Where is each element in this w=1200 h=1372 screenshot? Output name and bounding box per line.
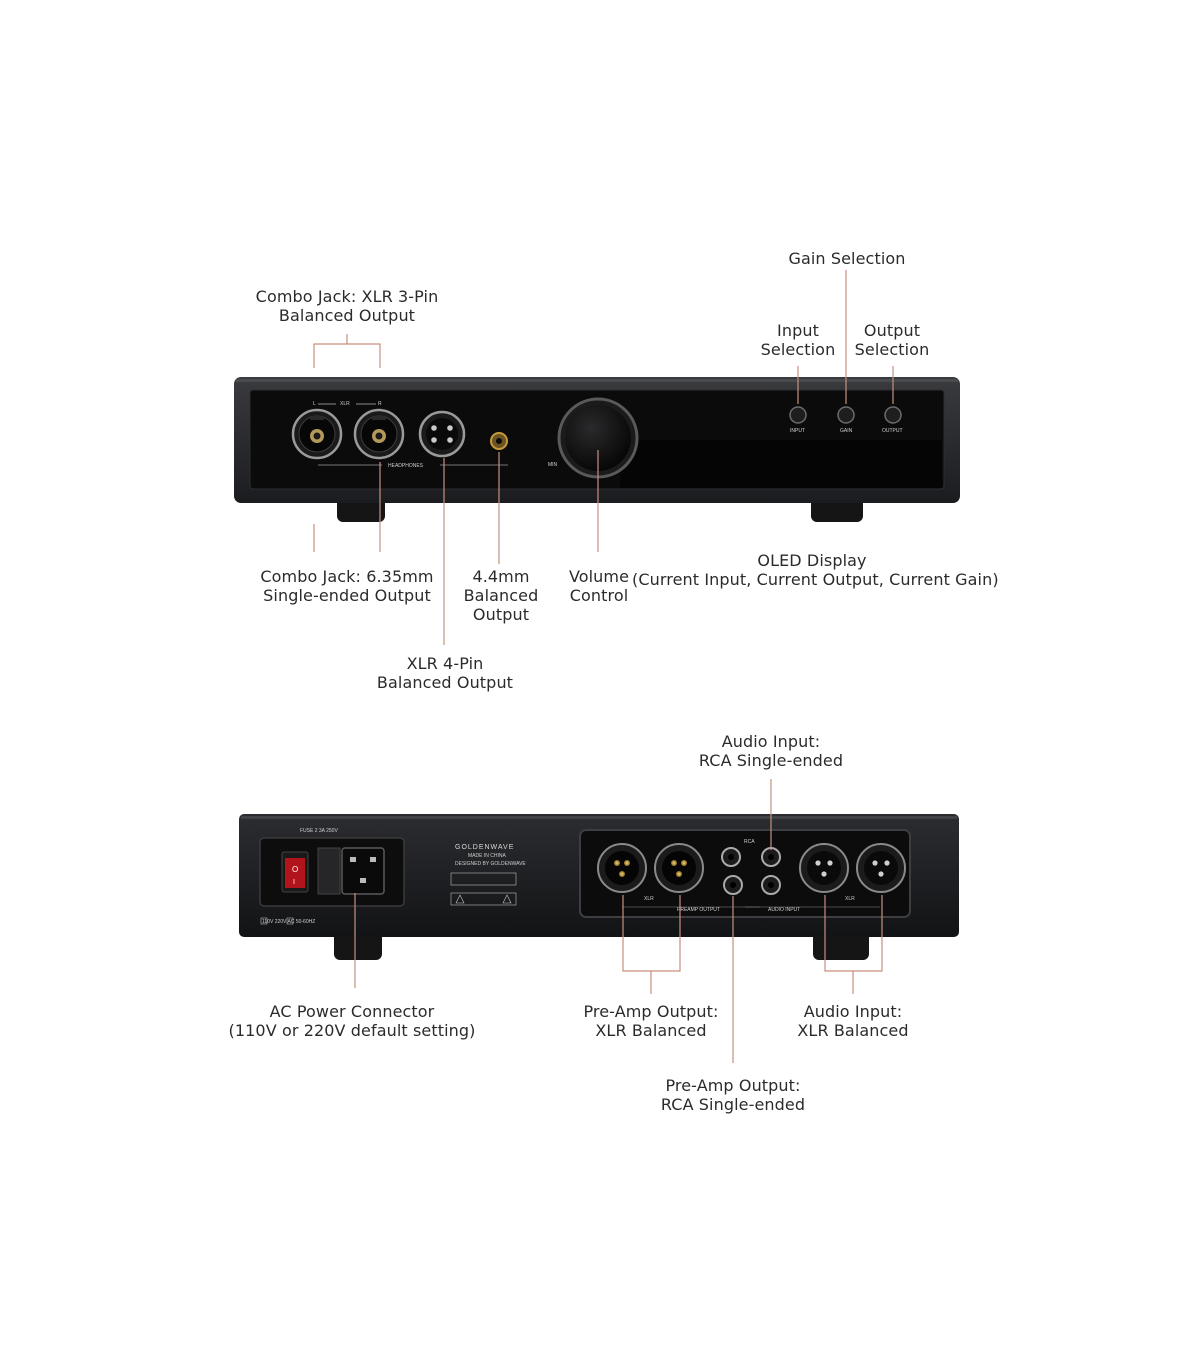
callout-gain-line1: Gain Selection [788,249,906,268]
combo-jack-right[interactable] [353,408,405,460]
rca-input-l[interactable] [761,875,781,895]
callout-volume: Volume Control [549,567,649,605]
rca-output-l[interactable] [723,875,743,895]
rear-foot-right [813,930,869,960]
callout-pre-rca: Pre-Amp Output: RCA Single-ended [633,1076,833,1114]
callout-gain: Gain Selection [747,249,947,268]
svg-text:O: O [292,865,298,874]
combo-jack-left[interactable] [291,408,343,460]
volume-knob[interactable] [557,397,639,479]
spec-label-box [450,872,517,886]
gain-button-label: GAIN [840,428,853,434]
input-xlr-r[interactable] [799,843,849,893]
front-foot-right [811,498,863,522]
callout-in-xlr-line1: Audio Input: [803,1002,903,1021]
ac-power-connector[interactable] [341,847,385,895]
callout-output: Output Selection [832,321,952,359]
callout-xlr4: XLR 4-Pin Balanced Output [345,654,545,692]
output-button[interactable] [884,406,902,424]
front-panel: L XLR R [234,377,960,522]
input-button-label: INPUT [790,428,805,434]
callout-in-xlr: Audio Input: XLR Balanced [753,1002,953,1040]
voltage-label: 110V 220V AC 50-60HZ [262,919,315,925]
callout-combo-xlr: Combo Jack: XLR 3-Pin Balanced Output [222,287,472,325]
callout-pre-xlr-line2: XLR Balanced [595,1021,707,1040]
callout-xlr4-line2: Balanced Output [376,673,514,692]
rear-foot-left [334,930,382,960]
callout-bal44-line2: Balanced [463,586,539,605]
callout-rca-in-line2: RCA Single-ended [698,751,844,770]
made-in-label: MADE IN CHINA [468,853,506,859]
designed-by-label: DESIGNED BY GOLDENWAVE [455,861,526,867]
callout-pre-xlr-line1: Pre-Amp Output: [583,1002,719,1021]
preamp-xlr-label: XLR [644,896,654,902]
headphones-label: HEADPHONES [388,463,424,469]
callout-input: Input Selection [738,321,858,359]
front-xlr-r-label: R [378,401,382,407]
svg-text:I: I [293,879,295,886]
rear-leader-lines [354,779,883,1063]
callout-combo-635: Combo Jack: 6.35mm Single-ended Output [232,567,462,605]
callout-oled-line1: OLED Display [757,551,867,570]
gain-button[interactable] [837,406,855,424]
callout-oled: OLED Display (Current Input, Current Out… [632,551,999,589]
callout-ac: AC Power Connector (110V or 220V default… [220,1002,484,1040]
preamp-xlr-output-l[interactable] [654,843,704,893]
callout-bal44: 4.4mm Balanced Output [451,567,551,624]
callout-rca-in-line1: Audio Input: [721,732,821,751]
callout-pre-rca-line1: Pre-Amp Output: [665,1076,801,1095]
callout-pre-rca-line2: RCA Single-ended [660,1095,806,1114]
balanced-4-4mm-jack[interactable] [490,432,508,450]
callout-pre-xlr: Pre-Amp Output: XLR Balanced [551,1002,751,1040]
callout-bal44-line1: 4.4mm [472,567,530,586]
input-button[interactable] [789,406,807,424]
callout-output-line2: Selection [854,340,930,359]
audio-input-label: AUDIO INPUT [768,907,800,913]
preamp-xlr-output-r[interactable] [597,843,647,893]
rca-output-r[interactable] [721,847,741,867]
oled-display [620,440,942,488]
min-label: MIN [548,462,558,468]
callout-combo-635-line2: Single-ended Output [263,586,431,605]
front-xlr-l-label: L [313,401,316,407]
input-xlr-label: XLR [845,896,855,902]
brand-label: GOLDENWAVE [455,844,514,851]
callout-ac-line1: AC Power Connector [269,1002,435,1021]
xlr-4pin-jack[interactable] [418,410,466,458]
callout-volume-line2: Control [569,586,629,605]
callout-output-line1: Output [863,321,921,340]
callout-combo-xlr-line2: Balanced Output [278,306,416,325]
callout-xlr4-line1: XLR 4-Pin [406,654,484,673]
input-xlr-l[interactable] [856,843,906,893]
fuse-label: FUSE 2 3A 250V [300,828,338,834]
callout-bal44-line3: Output [472,605,530,624]
rear-panel: FUSE 2 3A 250V O I 110V 220V AC 50-60HZ … [239,814,959,960]
front-foot-left [337,498,385,522]
callout-combo-635-line1: Combo Jack: 6.35mm [260,567,434,586]
fuse-holder [317,847,341,895]
output-button-label: OUTPUT [882,428,903,434]
callout-oled-line2: (Current Input, Current Output, Current … [632,570,999,589]
callout-in-xlr-line2: XLR Balanced [797,1021,909,1040]
warning-label-box [450,892,517,906]
rca-panel-label: RCA [744,839,755,845]
preamp-output-label: PREAMP OUTPUT [677,907,720,913]
front-xlr-label: XLR [340,401,350,407]
callout-combo-xlr-line1: Combo Jack: XLR 3-Pin [255,287,439,306]
front-leader-lines [313,270,894,645]
rca-input-r[interactable] [761,847,781,867]
callout-input-line1: Input [777,321,819,340]
callout-rca-in: Audio Input: RCA Single-ended [671,732,871,770]
callout-input-line2: Selection [760,340,836,359]
callout-ac-line2: (110V or 220V default setting) [228,1021,476,1040]
callout-volume-line1: Volume [568,567,630,586]
